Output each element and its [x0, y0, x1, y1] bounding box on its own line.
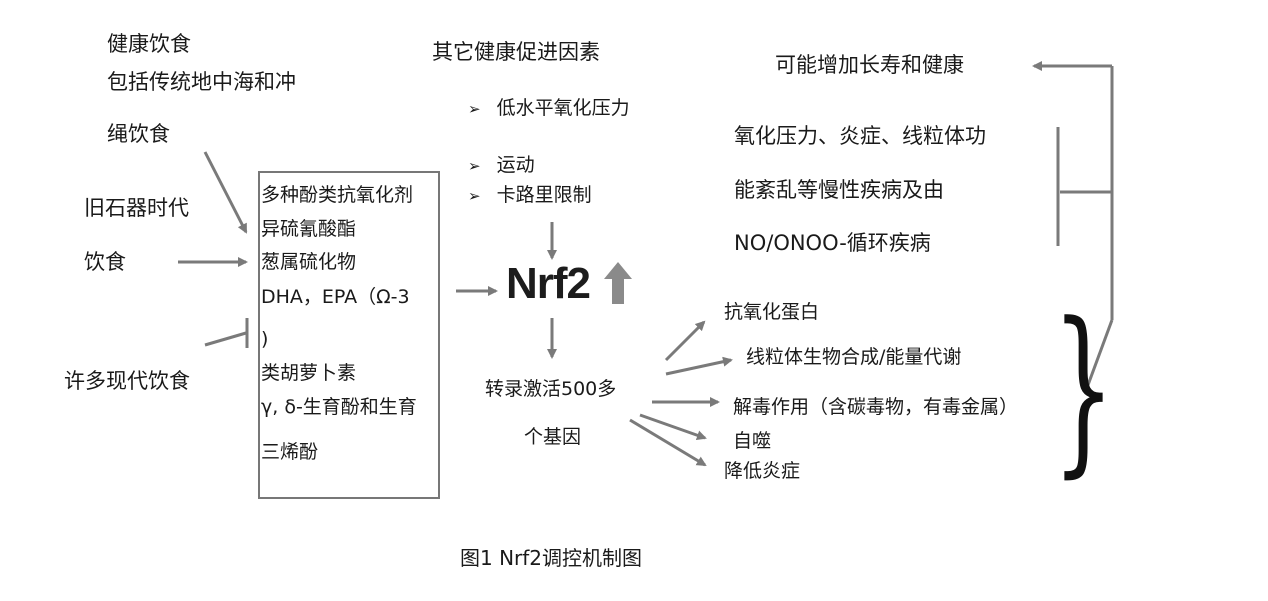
healthy-diet-line-1: 健康饮食	[107, 32, 191, 56]
compound-dha-epa-close: )	[261, 328, 269, 350]
factor-calorie-restriction: 卡路里限制	[468, 186, 592, 205]
other-factors-title: 其它健康促进因素	[432, 40, 600, 64]
outcome-detoxification: 解毒作用（含碳毒物，有毒金属）	[733, 396, 1019, 418]
arrow-to-autophagy	[639, 413, 707, 441]
chronic-disease-line-2: 能紊乱等慢性疾病及由	[734, 178, 944, 202]
paleo-diet-line-2: 饮食	[84, 250, 126, 274]
compound-carotenoids: 类胡萝卜素	[261, 362, 357, 384]
outcome-reduced-inflammation: 降低炎症	[724, 460, 801, 482]
outcome-autophagy: 自噬	[733, 430, 772, 452]
factor-low-oxidative-stress: 低水平氧化压力	[468, 99, 630, 118]
nrf2-label: Nrf2	[506, 259, 591, 308]
arrow-to-mitochondria	[665, 356, 733, 376]
compounds-box	[258, 171, 440, 499]
longevity-label: 可能增加长寿和健康	[775, 53, 964, 77]
compound-tocotrienols: 三烯酚	[261, 441, 319, 463]
paleo-diet-line-1: 旧石器时代	[84, 196, 189, 220]
chronic-disease-line-1: 氧化压力、炎症、线粒体功	[734, 124, 986, 148]
outcome-mitochondrial-biogenesis: 线粒体生物合成/能量代谢	[746, 346, 962, 368]
line-brace-to-top	[1086, 319, 1114, 386]
compound-polyphenols: 多种酚类抗氧化剂	[261, 184, 414, 206]
transcription-line-2: 个基因	[524, 426, 582, 448]
modern-diet-label: 许多现代饮食	[64, 369, 190, 393]
compound-dha-epa: DHA，EPA（Ω-3	[261, 286, 410, 308]
healthy-diet-line-3: 绳饮食	[107, 122, 170, 146]
chronic-disease-line-3: NO/ONOO-循环疾病	[734, 231, 931, 255]
up-arrow-icon	[604, 262, 632, 304]
inhibit-modern-to-box	[204, 331, 247, 347]
arrow-to-inflammation	[629, 418, 707, 467]
outcome-antioxidant-proteins: 抗氧化蛋白	[724, 301, 820, 323]
arrow-to-antioxidant	[664, 320, 706, 362]
compound-allium-sulfides: 葱属硫化物	[261, 251, 357, 273]
factor-exercise: 运动	[468, 156, 535, 175]
compound-isothiocyanates: 异硫氰酸酯	[261, 218, 357, 240]
curly-brace-icon: }	[1052, 285, 1115, 494]
figure-caption: 图1 Nrf2调控机制图	[460, 546, 643, 570]
arrow-healthy-to-box	[203, 151, 248, 234]
compound-tocopherols: γ, δ-生育酚和生育	[261, 396, 417, 418]
healthy-diet-line-2: 包括传统地中海和冲	[107, 70, 296, 94]
transcription-line-1: 转录激活500多	[485, 378, 617, 400]
